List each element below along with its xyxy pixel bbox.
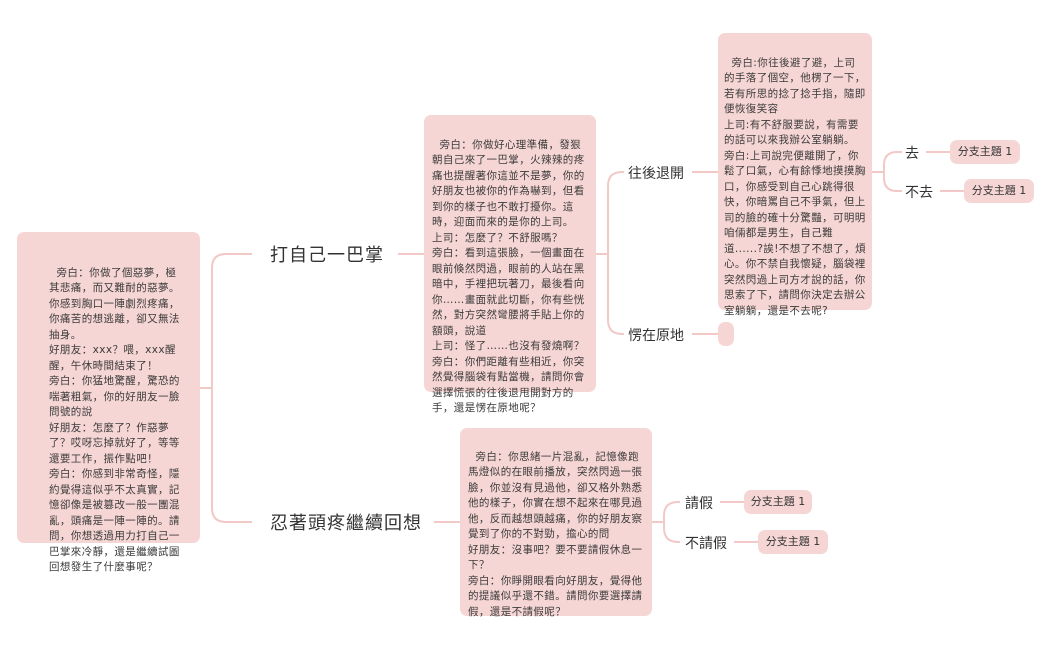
choice-not-go-label[interactable]: 不去: [905, 185, 933, 201]
choice-leave-subtopic[interactable]: 分支主題 1: [744, 490, 812, 514]
branch-2-text: 旁白：你思緒一片混亂，記憶像跑馬燈似的在眼前播放，突然閃過一張臉，你並沒有見過他…: [468, 450, 643, 618]
option-back-off-label[interactable]: 往後退開: [628, 166, 684, 182]
root-node-text: 旁白：你做了個惡夢，極其悲痛，而又難耐的惡夢。你感到胸口一陣劇烈疼痛，你痛苦的想…: [49, 266, 180, 574]
choice-go-label[interactable]: 去: [905, 146, 919, 162]
choice-leave-label[interactable]: 請假: [685, 496, 713, 512]
choice-not-go-subtopic[interactable]: 分支主題 1: [964, 179, 1034, 203]
branch-1-label[interactable]: 打自己一巴掌: [270, 245, 384, 266]
branch-2-label[interactable]: 忍著頭疼繼續回想: [270, 513, 422, 534]
branch-1-text: 旁白：你做好心理準備，發狠朝自己來了一巴掌，火辣辣的疼痛也提醒著你這並不是夢，你…: [432, 138, 585, 415]
branch-2-node[interactable]: 旁白：你思緒一片混亂，記憶像跑馬燈似的在眼前播放，突然閃過一張臉，你並沒有見過他…: [460, 428, 652, 618]
option-freeze-node[interactable]: [718, 322, 734, 346]
option-back-off-text: 旁白:你往後避了避，上司的手落了個空，他楞了一下，若有所思的捻了捻手指，隨即便恢…: [724, 56, 867, 317]
choice-go-subtopic[interactable]: 分支主題 1: [950, 140, 1020, 164]
root-node[interactable]: 旁白：你做了個惡夢，極其悲痛，而又難耐的惡夢。你感到胸口一陣劇烈疼痛，你痛苦的想…: [17, 232, 200, 573]
branch-1-node[interactable]: 旁白：你做好心理準備，發狠朝自己來了一巴掌，火辣辣的疼痛也提醒著你這並不是夢，你…: [424, 115, 596, 414]
choice-no-leave-subtopic[interactable]: 分支主題 1: [758, 530, 828, 554]
option-freeze-label[interactable]: 愣在原地: [628, 328, 684, 344]
option-back-off-node[interactable]: 旁白:你往後避了避，上司的手落了個空，他楞了一下，若有所思的捻了捻手指，隨即便恢…: [718, 33, 872, 317]
choice-no-leave-label[interactable]: 不請假: [685, 536, 727, 552]
